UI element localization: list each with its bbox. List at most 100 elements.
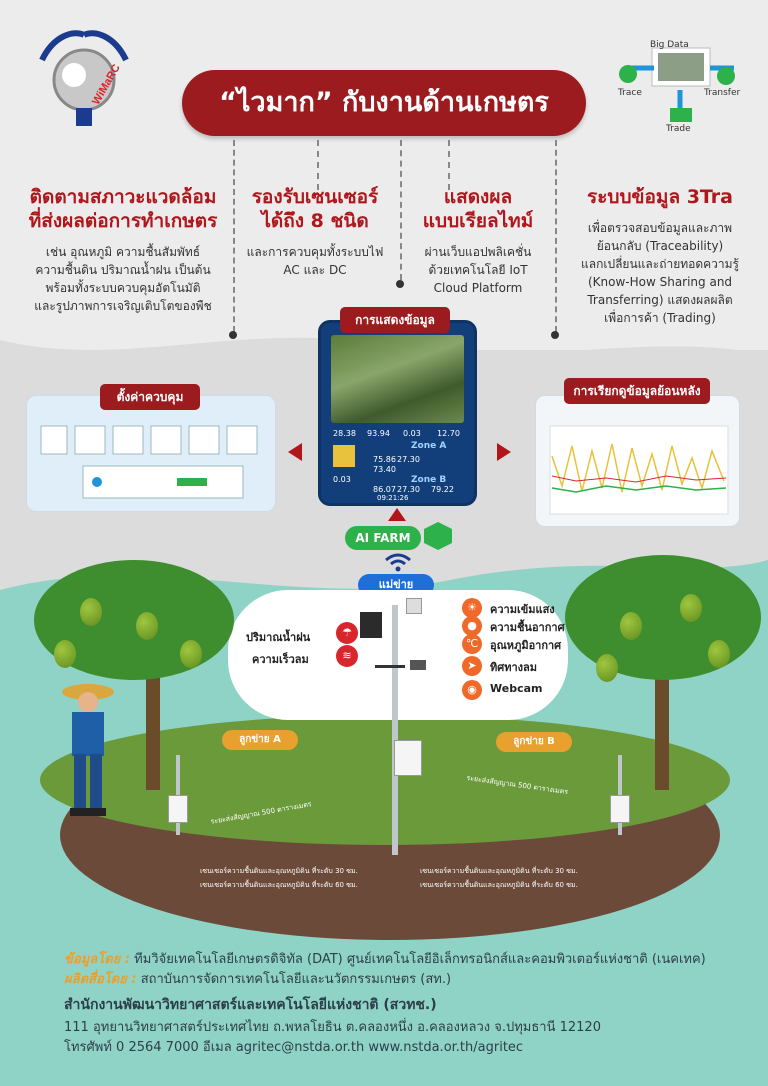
- feature-realtime-body-1: ผ่านเว็บแอปพลิเคชั่น: [424, 245, 532, 259]
- node-b-box: [610, 795, 630, 823]
- sensor-callout: [228, 590, 568, 720]
- feature-realtime-body-2: ด้วยเทคโนโลยี IoT: [428, 263, 528, 277]
- footer-address: 111 อุทยานวิทยาศาสตร์ประเทศไทย ถ.พหลโยธิ…: [64, 1020, 601, 1035]
- anemometer-icon: [375, 665, 405, 668]
- wind-speed-label: ความเร็วลม: [252, 653, 309, 666]
- farmer-figure: [60, 680, 116, 820]
- zone-a-value-3: 73.40: [373, 465, 396, 474]
- feature-3tra-body-4: (Know-How Sharing and: [587, 275, 733, 289]
- footer-contact: โทรศัพท์ 0 2564 7000 อีเมล agritec@nstda…: [64, 1040, 524, 1055]
- webcam-label: Webcam: [490, 682, 543, 695]
- rain-icon: ☂: [336, 622, 358, 644]
- tree-right-trunk: [655, 650, 669, 790]
- phone-time: 09:21:26: [377, 494, 409, 502]
- footer-produced-by: ผลิตสื่อโดย : สถาบันการจัดการเทคโนโลยีแล…: [64, 968, 744, 989]
- connector-5: [555, 140, 557, 332]
- durian-4: [54, 640, 76, 668]
- connector-3: [400, 140, 402, 280]
- history-label: การเรียกดูข้อมูลย้อนหลัง: [564, 378, 710, 404]
- reading-temp: 28.38: [333, 429, 356, 438]
- feature-monitor-heading-2: ที่ส่งผลต่อการทำเกษตร: [28, 210, 218, 232]
- feature-sensors: รองรับเซนเซอร์ได้ถึง 8 ชนิด และการควบคุม…: [240, 185, 390, 279]
- feature-realtime-body-3: Cloud Platform: [433, 281, 523, 295]
- zone-a-image: [333, 445, 355, 467]
- zone-b-label: Zone B: [411, 475, 447, 485]
- feature-3tra-body-5: Transferring) แสดงผลผลิต: [587, 293, 733, 307]
- ai-farm-logo: [424, 522, 452, 550]
- feature-sensors-body-1: และการควบคุมทั้งระบบไฟ: [246, 245, 384, 259]
- durian-3: [180, 640, 202, 668]
- feature-monitor-heading-1: ติดตามสภาวะแวดล้อม: [29, 186, 217, 208]
- arrow-up: [388, 508, 406, 521]
- arrow-left: [288, 443, 302, 461]
- wind-vane-icon: [410, 660, 426, 670]
- air-temp-label: อุณหภูมิอากาศ: [490, 639, 562, 652]
- connector-dot-1: [229, 331, 237, 339]
- light-sensor-icon: [406, 598, 422, 614]
- reading-wind: 12.70: [437, 429, 460, 438]
- control-label: ตั้งค่าควบคุม: [100, 384, 200, 410]
- feature-monitor: ติดตามสภาวะแวดล้อมที่ส่งผลต่อการทำเกษตร …: [18, 185, 228, 315]
- wimarc-logo: WiMaRC: [34, 30, 134, 130]
- air-temp-icon: ℃: [462, 634, 482, 654]
- bigdata-label: Big Data: [650, 40, 689, 50]
- trade-label: Trade: [666, 124, 691, 134]
- feature-monitor-body-3: พร้อมทั้งระบบควบคุมอัตโนมัติ: [45, 281, 201, 295]
- feature-3tra: ระบบข้อมูล 3Tra เพื่อตรวจสอบข้อมูลและภาพ…: [565, 185, 755, 327]
- durian-1: [80, 598, 102, 626]
- data-by-label: ข้อมูลโดย :: [64, 952, 130, 967]
- station-pole: [392, 605, 398, 855]
- feature-3tra-body-1: เพื่อตรวจสอบข้อมูลและภาพ: [587, 221, 733, 235]
- soil-b-30: เซนเซอร์ความชื้นดินและอุณหภูมิดิน ที่ระด…: [420, 867, 578, 875]
- connector-1: [233, 140, 235, 332]
- feature-sensors-heading-1: รองรับเซนเซอร์: [251, 186, 379, 208]
- wind-speed-icon: ≋: [336, 645, 358, 667]
- air-humidity-icon: ●: [462, 616, 482, 636]
- feature-realtime-heading-1: แสดงผล: [443, 186, 513, 208]
- webcam-icon: ◉: [462, 680, 482, 700]
- wind-direction-icon: ➤: [462, 656, 482, 676]
- data-by-text: ทีมวิจัยเทคโนโลยีเกษตรดิจิทัล (DAT) ศูนย…: [134, 952, 706, 967]
- zone-b-value-3: 79.22: [431, 485, 454, 494]
- page-title: “ไวมาก” กับงานด้านเกษตร: [182, 70, 586, 136]
- connector-2: [317, 140, 319, 190]
- connector-4: [448, 140, 450, 190]
- feature-3tra-body-2: ย้อนกลับ (Traceability): [596, 239, 724, 253]
- zone-a-label: Zone A: [411, 441, 447, 451]
- arrow-right: [497, 443, 511, 461]
- reading-rain: 0.03: [403, 429, 421, 438]
- footer-data-by: ข้อมูลโดย : ทีมวิจัยเทคโนโลยีเกษตรดิจิทั…: [64, 948, 744, 969]
- feature-realtime-heading-2: แบบเรียลไทม์: [422, 210, 534, 232]
- trace-label: Trace: [618, 88, 642, 98]
- footer-org: สำนักงานพัฒนาวิทยาศาสตร์และเทคโนโลยีแห่ง…: [64, 997, 437, 1013]
- durian-2: [136, 612, 158, 640]
- durian-6: [680, 594, 702, 622]
- feature-realtime: แสดงผลแบบเรียลไทม์ ผ่านเว็บแอปพลิเคชั่นด…: [408, 185, 548, 297]
- tree-right-canopy: [565, 555, 761, 680]
- node-a-box: [168, 795, 188, 823]
- feature-monitor-body-1: เช่น อุณหภูมิ ความชื้นสัมพัทธ์: [45, 245, 201, 259]
- feature-sensors-body-2: AC และ DC: [283, 263, 347, 277]
- ground-grass: [40, 715, 730, 845]
- light-icon: ☀: [462, 598, 482, 618]
- zone-b-value-1: 86.07: [373, 485, 396, 494]
- soil-a-60: เซนเซอร์ความชื้นดินและอุณหภูมิดิน ที่ระด…: [200, 881, 358, 889]
- connector-dot-5: [551, 331, 559, 339]
- feature-monitor-body-4: และรูปภาพการเจริญเติบโตของพืช: [34, 299, 212, 313]
- zone-a-value-2: 27.30: [397, 455, 420, 464]
- zone-a-value-1: 75.86: [373, 455, 396, 464]
- produced-by-label: ผลิตสื่อโดย :: [64, 972, 137, 987]
- produced-by-text: สถาบันการจัดการเทคโนโลยีและนวัตกรรมเกษตร…: [140, 972, 452, 987]
- feature-monitor-body-2: ความชื้นดิน ปริมาณน้ำฝน เป็นต้น: [35, 263, 211, 277]
- history-chart-screenshot: [535, 395, 740, 527]
- wifi-icon: [383, 552, 413, 572]
- feature-sensors-heading-2: ได้ถึง 8 ชนิด: [261, 210, 369, 232]
- zone-b-value-2: 27.30: [397, 485, 420, 494]
- gateway-box: [394, 740, 422, 776]
- soil-a-30: เซนเซอร์ความชื้นดินและอุณหภูมิดิน ที่ระด…: [200, 867, 358, 875]
- durian-5: [620, 612, 642, 640]
- feature-3tra-body-3: แลกเปลี่ยนและถ่ายทอดความรู้: [581, 257, 739, 271]
- ai-farm-badge: AI FARM: [345, 526, 421, 550]
- soil-b-60: เซนเซอร์ความชื้นดินและอุณหภูมิดิน ที่ระด…: [420, 881, 578, 889]
- durian-8: [596, 654, 618, 682]
